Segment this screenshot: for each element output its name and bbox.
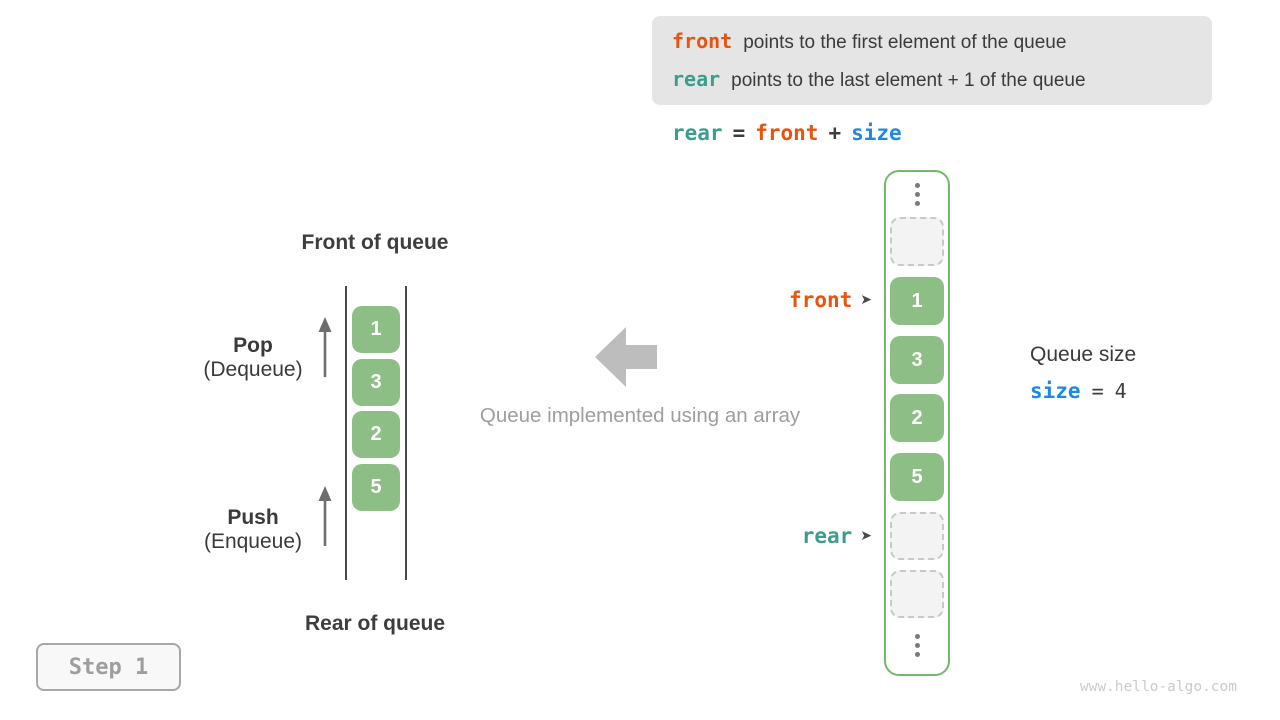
formula-front-token: front [755, 121, 819, 145]
rear-pointer-arrow-icon: ➤ [860, 528, 872, 544]
front-pointer-arrow-icon: ➤ [860, 292, 872, 308]
queue-cell: 2 [352, 411, 400, 458]
queue-cell: 3 [352, 359, 400, 406]
queue-size-equation: size = 4 [1030, 379, 1127, 403]
array-cell: 1 [890, 277, 944, 325]
front-definition-text: points to the first element of the queue [743, 31, 1067, 53]
rear-definition-text: points to the last element + 1 of the qu… [731, 69, 1086, 91]
pop-up-arrow-icon [318, 317, 332, 377]
rear-pointer: rear ➤ [756, 521, 872, 551]
rear-formula: rear = front + size [672, 121, 902, 145]
enqueue-label: (Enqueue) [203, 530, 303, 553]
front-pointer: front ➤ [756, 285, 872, 315]
array-empty-cell [890, 217, 944, 266]
queue-cell: 1 [352, 306, 400, 353]
front-code-token: front [672, 28, 733, 53]
formula-plus: + [828, 121, 842, 145]
ellipsis-bottom-icon [886, 634, 948, 657]
left-block-arrow-icon [595, 327, 657, 387]
rear-of-queue-label: Rear of queue [304, 612, 446, 635]
rear-pointer-label: rear [801, 524, 853, 548]
pointer-definitions-box: front points to the first element of the… [652, 16, 1212, 105]
pop-label: Pop [233, 334, 273, 357]
size-value: 4 [1114, 379, 1127, 403]
diagram-caption: Queue implemented using an array [479, 404, 801, 427]
front-definition: front points to the first element of the… [672, 26, 1212, 58]
array-container: 1 3 2 5 [884, 170, 950, 676]
size-equals: = [1091, 379, 1104, 403]
queue-wall-right [405, 286, 407, 580]
queue-cell: 5 [352, 464, 400, 511]
dequeue-label: (Dequeue) [203, 358, 303, 381]
watermark: www.hello-algo.com [1079, 679, 1237, 695]
array-cell: 3 [890, 336, 944, 384]
queue-wall-left [345, 286, 347, 580]
rear-definition: rear points to the last element + 1 of t… [672, 64, 1212, 96]
ellipsis-top-icon [886, 183, 948, 206]
push-label: Push [227, 506, 279, 529]
size-variable-token: size [1030, 379, 1081, 403]
array-empty-cell [890, 512, 944, 560]
step-badge: Step 1 [36, 643, 181, 691]
push-label-group: Push (Enqueue) [163, 506, 343, 554]
front-of-queue-label: Front of queue [301, 231, 449, 254]
front-pointer-label: front [789, 288, 853, 312]
push-up-arrow-icon [318, 486, 332, 546]
array-empty-cell [890, 570, 944, 618]
formula-size-token: size [851, 121, 902, 145]
queue-size-label: Queue size [1030, 343, 1137, 366]
rear-code-token: rear [672, 66, 721, 91]
formula-rear-token: rear [672, 121, 723, 145]
formula-equals: = [732, 121, 746, 145]
array-cell: 2 [890, 394, 944, 442]
pop-label-group: Pop (Dequeue) [163, 334, 343, 382]
array-cell: 5 [890, 453, 944, 501]
